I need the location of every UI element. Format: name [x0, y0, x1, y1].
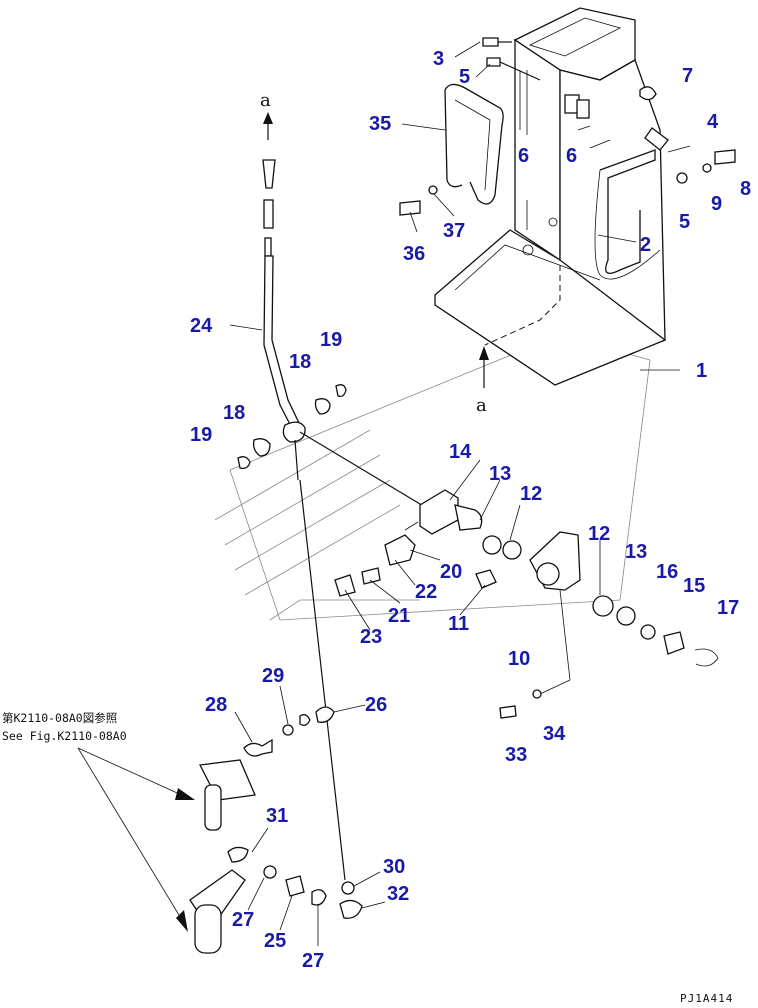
label-part-32: 32	[387, 883, 409, 905]
label-part-2: 2	[640, 234, 651, 256]
label-part-1: 1	[696, 360, 707, 382]
label-part-17: 17	[717, 597, 739, 619]
label-part-20: 20	[440, 561, 462, 583]
label-part-35: 35	[369, 113, 391, 135]
label-part-8: 8	[740, 178, 751, 200]
label-part-30: 30	[383, 856, 405, 878]
label-part-6: 6	[518, 145, 529, 167]
label-part-13: 13	[625, 541, 647, 563]
label-part-27: 27	[302, 950, 324, 972]
label-part-5: 5	[679, 211, 690, 233]
label-part-6: 6	[566, 145, 577, 167]
spacers-upper	[237, 384, 347, 470]
label-part-4: 4	[707, 111, 719, 133]
reference-arrows	[77, 747, 195, 932]
arrow-a-top	[263, 112, 273, 140]
lever-bracket-assembly	[334, 489, 522, 597]
handle-bars	[444, 83, 661, 280]
label-part-9: 9	[711, 193, 722, 215]
label-part-37: 37	[443, 220, 465, 242]
label-part-21: 21	[388, 605, 410, 627]
label-part-16: 16	[656, 561, 678, 583]
label-part-25: 25	[264, 930, 286, 952]
label-part-24: 24	[190, 315, 213, 337]
top-hardware	[399, 37, 736, 216]
label-part-11: 11	[448, 613, 469, 635]
leader-lines	[229, 41, 680, 946]
label-part-15: 15	[683, 575, 705, 597]
label-part-28: 28	[205, 694, 227, 716]
arrow-label-top: a	[260, 90, 271, 111]
label-part-27: 27	[232, 909, 254, 931]
label-part-29: 29	[262, 665, 284, 687]
linkage-rods	[299, 431, 431, 881]
label-part-34: 34	[543, 723, 566, 745]
label-part-3: 3	[433, 48, 444, 70]
label-part-13: 13	[489, 463, 511, 485]
label-part-14: 14	[449, 441, 472, 463]
label-part-33: 33	[505, 744, 527, 766]
arrow-a-mid	[479, 346, 489, 388]
reference-note-en: See Fig.K2110-08A0	[2, 729, 127, 743]
label-part-19: 19	[190, 424, 212, 446]
label-part-12: 12	[588, 523, 610, 545]
label-part-19: 19	[320, 329, 342, 351]
label-part-7: 7	[682, 65, 693, 87]
arrow-label-mid: a	[476, 395, 487, 416]
lower-linkage	[189, 706, 363, 954]
part-labels: 1 2 3 4 5 5 6 6 7 8 9 10 11 12 12 13 13 …	[190, 48, 751, 972]
label-part-36: 36	[403, 243, 425, 265]
label-part-18: 18	[289, 351, 311, 373]
label-part-18: 18	[223, 402, 245, 424]
label-part-5: 5	[459, 66, 470, 88]
console-housing	[434, 7, 667, 386]
reference-note-jp: 第K2110-08A0図参照	[2, 711, 117, 725]
drawing-code: PJ1A414	[680, 992, 733, 1005]
shift-lever	[262, 159, 306, 481]
label-part-26: 26	[365, 694, 387, 716]
label-part-12: 12	[520, 483, 542, 505]
label-part-22: 22	[415, 581, 437, 603]
pivot-bracket	[499, 531, 719, 719]
label-part-10: 10	[508, 648, 530, 670]
label-part-31: 31	[266, 805, 288, 827]
label-part-23: 23	[360, 626, 382, 648]
